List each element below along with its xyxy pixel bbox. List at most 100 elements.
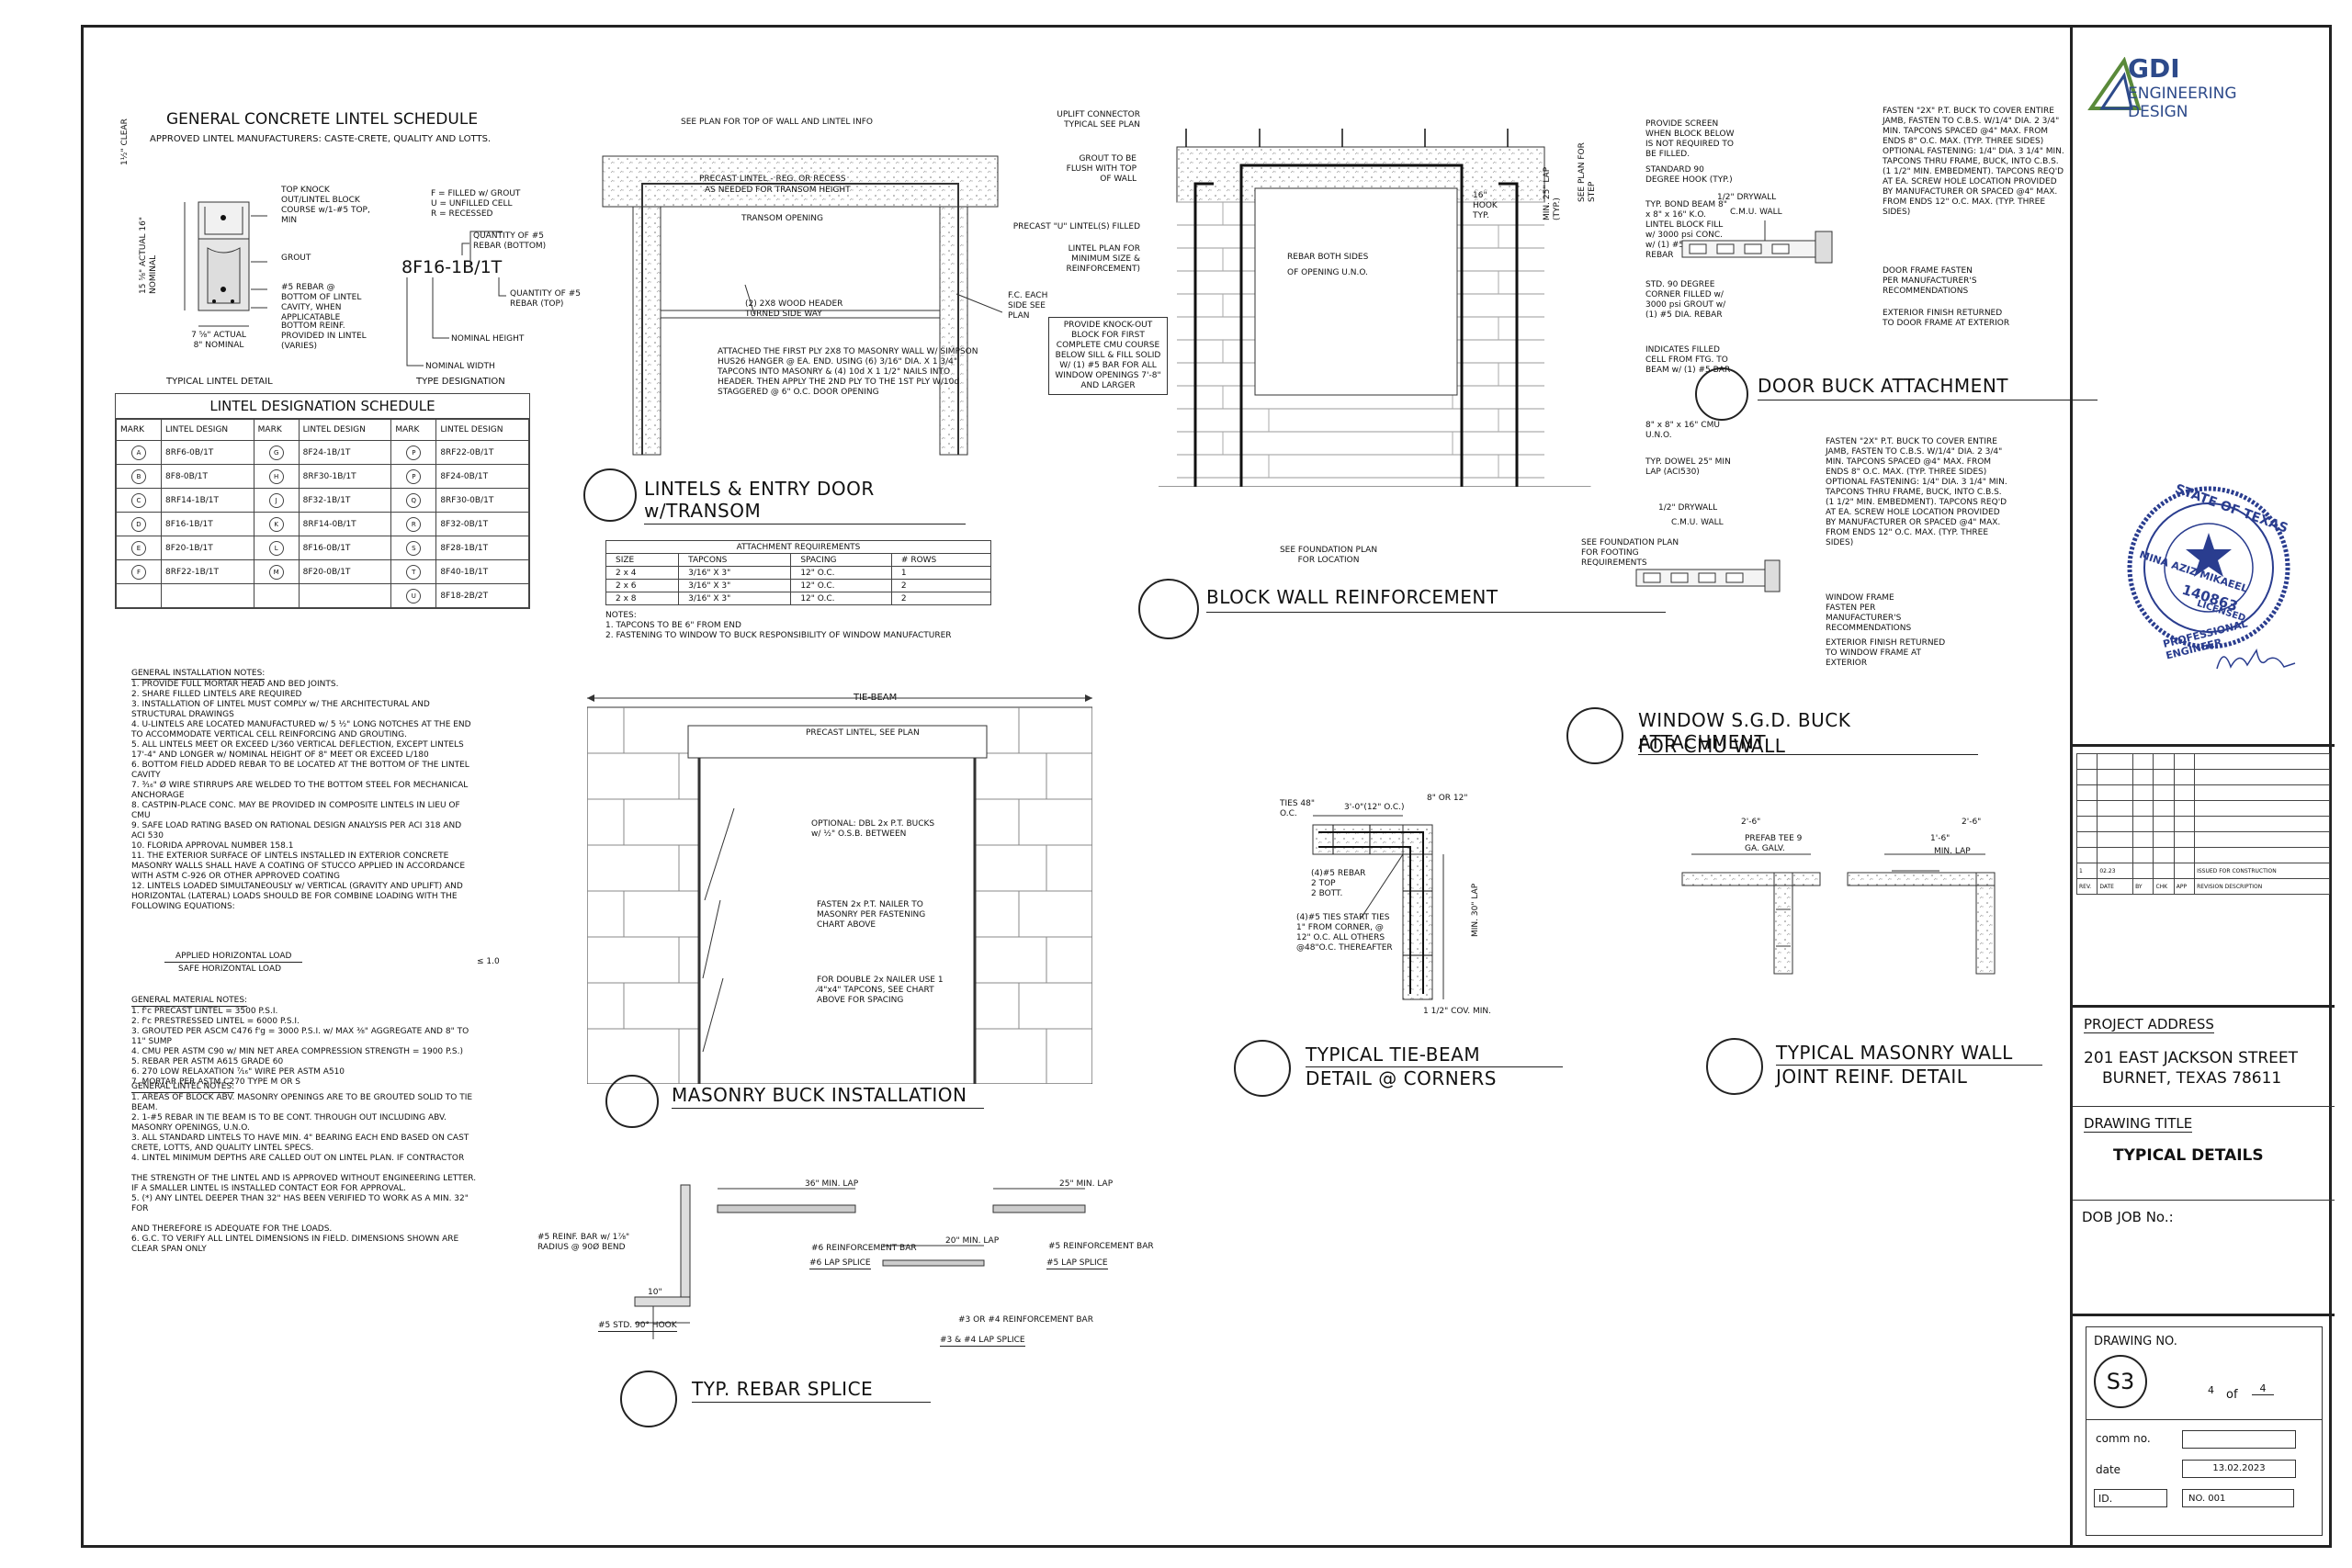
attachment-cell: 1 bbox=[890, 566, 992, 580]
mark-bubble: G bbox=[268, 445, 284, 460]
note-item bbox=[131, 1164, 481, 1174]
revision-cell bbox=[2194, 784, 2330, 801]
tie-beam-bubble bbox=[1234, 1040, 1291, 1097]
mark-cell: P bbox=[390, 464, 437, 489]
drawing-number-box: DRAWING NO. S3 4 of 4 comm no. date 13.0… bbox=[2086, 1326, 2323, 1536]
revision-cell bbox=[2097, 816, 2134, 832]
drawing-no-label: DRAWING NO. bbox=[2094, 1335, 2177, 1348]
lintel-design-cell: 8RF30-0B/1T bbox=[435, 488, 529, 513]
door-finish-note: EXTERIOR FINISH RETURNED TO DOOR FRAME A… bbox=[1883, 309, 2010, 328]
block-note-precast: PRECAST "U" LINTEL(S) FILLED bbox=[1012, 222, 1140, 231]
id-field[interactable]: ID. bbox=[2094, 1489, 2167, 1507]
note-item: 4. U-LINTELS ARE LOCATED MANUFACTURED w/… bbox=[131, 720, 471, 739]
installation-notes: GENERAL INSTALLATION NOTES: 1. PROVIDE F… bbox=[131, 661, 471, 912]
revision-cell: 02.23 bbox=[2097, 863, 2134, 879]
window-cmu: C.M.U. WALL bbox=[1671, 518, 1724, 527]
transom-attach-note: ATTACHED THE FIRST PLY 2X8 TO MASONRY WA… bbox=[718, 347, 978, 397]
mark-cell: K bbox=[253, 512, 300, 536]
revision-cell bbox=[2132, 816, 2154, 832]
buck-tie-beam: TIE-BEAM bbox=[854, 693, 898, 703]
window-drywall: 1/2" DRYWALL bbox=[1658, 503, 1718, 513]
lintel-schedule-title: GENERAL CONCRETE LINTEL SCHEDULE bbox=[166, 110, 479, 129]
designation-schedule-title: LINTEL DESIGNATION SCHEDULE bbox=[116, 394, 529, 419]
block-note-cmu: 8" x 8" x 16" CMU U.N.O. bbox=[1645, 421, 1720, 440]
note-item bbox=[131, 1214, 481, 1224]
block-seeplan: SEE PLAN FOR STEP bbox=[1577, 142, 1597, 202]
revision-cell bbox=[2173, 769, 2196, 785]
joint-dim-2: 2'-6" bbox=[1962, 818, 1982, 827]
date-field[interactable]: 13.02.2023 bbox=[2182, 1460, 2296, 1478]
mark-cell: S bbox=[390, 536, 437, 560]
door-buck-title: DOOR BUCK ATTACHMENT bbox=[1758, 375, 2098, 400]
logo-text-gdi: GDI bbox=[2128, 53, 2180, 84]
revision-cell bbox=[2097, 847, 2134, 863]
lintel-notes: GENERAL LINTEL NOTES: 1. AREAS OF BLOCK … bbox=[131, 1075, 481, 1255]
joint-prefab: PREFAB TEE 9 GA. GALV. bbox=[1745, 834, 1803, 853]
mark-cell: A bbox=[116, 440, 162, 465]
revision-cell: REVISION DESCRIPTION bbox=[2194, 878, 2330, 895]
block-hook: 16" HOOK TYP. bbox=[1473, 191, 1498, 220]
lintel-design-cell: 8RF22-0B/1T bbox=[435, 440, 529, 465]
splice-lap36: 36" MIN. LAP bbox=[805, 1179, 859, 1189]
mark-cell: U bbox=[390, 583, 437, 608]
block-note-screen: PROVIDE SCREEN WHEN BLOCK BELOW IS NOT R… bbox=[1645, 119, 1735, 159]
rebar-splice-title: TYP. REBAR SPLICE bbox=[692, 1378, 931, 1403]
mark-bubble: C bbox=[131, 492, 146, 508]
masonry-joint-title-1: TYPICAL MASONRY WALL bbox=[1776, 1042, 2042, 1066]
splice-lap25: 25" MIN. LAP bbox=[1059, 1179, 1114, 1189]
typical-lintel-detail-label: TYPICAL LINTEL DETAIL bbox=[166, 377, 273, 387]
buck-precast: PRECAST LINTEL, SEE PLAN bbox=[806, 728, 920, 738]
block-wall-drawing bbox=[1159, 129, 1591, 487]
revision-cell bbox=[2173, 831, 2196, 848]
joint-dim-1: 2'-6" bbox=[1741, 818, 1761, 827]
rebar-splice-bubble bbox=[620, 1371, 677, 1427]
window-buck-title-1: WINDOW S.G.D. BUCK ATTACHMENT bbox=[1638, 709, 1978, 755]
type-note-width: NOMINAL WIDTH bbox=[425, 362, 495, 371]
type-note-top: QUANTITY OF #5 REBAR (TOP) bbox=[510, 289, 581, 309]
door-fasten-note: FASTEN "2X" P.T. BUCK TO COVER ENTIRE JA… bbox=[1883, 107, 2064, 217]
note-item: 8. CASTPIN-PLACE CONC. MAY BE PROVIDED I… bbox=[131, 801, 460, 820]
note-item: 10. FLORIDA APPROVAL NUMBER 158.1 bbox=[131, 841, 294, 851]
revision-row bbox=[2075, 847, 2330, 863]
mark-bubble: U bbox=[406, 588, 422, 604]
material-notes-heading: GENERAL MATERIAL NOTES: bbox=[131, 996, 248, 1007]
revision-cell bbox=[2194, 753, 2330, 770]
block-wall-bubble bbox=[1138, 579, 1199, 639]
mark-cell bbox=[253, 583, 300, 608]
revision-cell bbox=[2173, 800, 2196, 817]
splice-hook-label: #5 REINF. BAR w/ 1⅞" RADIUS @ 90Ø BEND bbox=[537, 1233, 630, 1252]
note-top-knock: TOP KNOCK OUT/LINTEL BLOCK COURSE w/1-#5… bbox=[281, 186, 370, 225]
window-frame-note: WINDOW FRAME FASTEN PER MANUFACTURER'S R… bbox=[1826, 593, 1912, 633]
designation-header: MARK bbox=[390, 419, 437, 441]
revision-cell bbox=[2153, 784, 2175, 801]
revision-cell bbox=[2132, 863, 2154, 879]
revision-cell bbox=[2153, 816, 2175, 832]
mark-cell: C bbox=[116, 488, 162, 513]
transom-as-needed: AS NEEDED FOR TRANSOM HEIGHT bbox=[705, 186, 851, 195]
number-field[interactable]: NO. 001 bbox=[2182, 1489, 2294, 1507]
revision-cell bbox=[2132, 847, 2154, 863]
lintel-design-cell: 8F32-0B/1T bbox=[435, 512, 529, 536]
comm-field[interactable] bbox=[2182, 1430, 2296, 1449]
designation-header: MARK bbox=[253, 419, 300, 441]
address-line-1: 201 EAST JACKSON STREET bbox=[2084, 1049, 2299, 1067]
mark-bubble: S bbox=[406, 540, 422, 556]
mark-cell: M bbox=[253, 559, 300, 584]
mark-bubble: T bbox=[406, 564, 422, 580]
revision-cell bbox=[2075, 816, 2098, 832]
type-legend: F = FILLED w/ GROUT U = UNFILLED CELL R … bbox=[431, 189, 521, 219]
note-item: 9. SAFE LOAD RATING BASED ON RATIONAL DE… bbox=[131, 821, 462, 840]
mark-cell: R bbox=[390, 512, 437, 536]
sheet-total: 4 bbox=[2252, 1382, 2274, 1395]
divider-2 bbox=[2073, 1200, 2335, 1201]
revision-cell bbox=[2194, 769, 2330, 785]
revision-area bbox=[2073, 744, 2335, 747]
attachment-cell: 3/16" X 3" bbox=[678, 579, 792, 592]
sheet-of: of bbox=[2226, 1388, 2238, 1402]
lintel-design-cell: 8F28-1B/1T bbox=[435, 536, 529, 560]
mark-cell bbox=[116, 583, 162, 608]
